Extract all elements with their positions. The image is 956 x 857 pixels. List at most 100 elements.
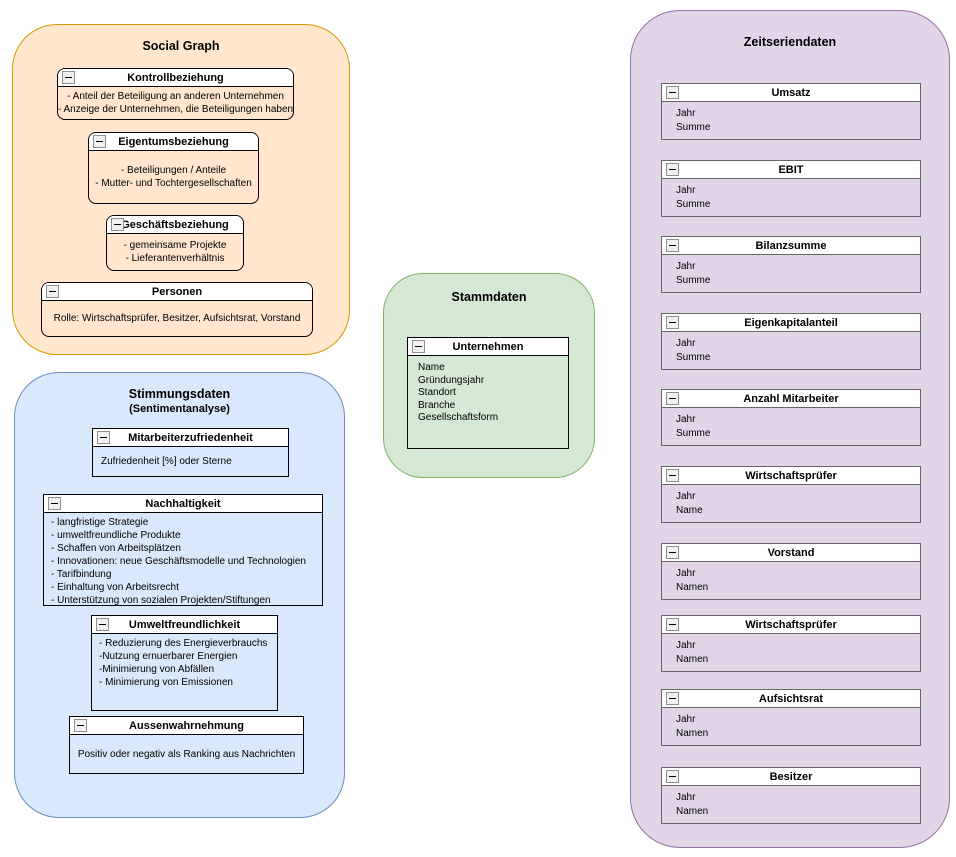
- body-line: Summe: [676, 274, 711, 286]
- entity-header: Mitarbeiterzufriedenheit: [93, 429, 288, 447]
- collapse-icon[interactable]: [666, 239, 679, 252]
- collapse-icon[interactable]: [666, 546, 679, 559]
- entity-header: Unternehmen: [408, 338, 568, 356]
- entity-aussenwahrnehmung[interactable]: Aussenwahrnehmung Positiv oder negativ a…: [69, 716, 304, 774]
- entity-header: EBIT: [662, 161, 920, 179]
- entity-body: Rolle: Wirtschaftsprüfer, Besitzer, Aufs…: [42, 301, 312, 336]
- entity-title: EBIT: [778, 163, 804, 176]
- group-social-graph[interactable]: Social Graph Kontrollbeziehung - Anteil …: [12, 24, 350, 355]
- body-line: - Beteiligungen / Anteile: [120, 165, 227, 176]
- body-line: - umweltfreundliche Produkte: [51, 530, 181, 541]
- entity-kontrollbeziehung[interactable]: Kontrollbeziehung - Anteil der Beteiligu…: [57, 68, 294, 120]
- entity-title: Geschäftsbeziehung: [121, 218, 229, 231]
- entity-title: Nachhaltigkeit: [145, 497, 221, 510]
- body-line: - Anteil der Beteiligung an anderen Unte…: [67, 91, 284, 102]
- entity-header: Umsatz: [662, 84, 920, 102]
- entity-title: Eigentumsbeziehung: [118, 135, 229, 148]
- collapse-icon[interactable]: [666, 316, 679, 329]
- entity-header: Bilanzsumme: [662, 237, 920, 255]
- entity-title: Wirtschaftsprüfer: [745, 618, 837, 631]
- entity-header: Besitzer: [662, 768, 920, 786]
- collapse-icon[interactable]: [48, 497, 61, 510]
- collapse-icon[interactable]: [46, 285, 59, 298]
- collapse-icon[interactable]: [666, 86, 679, 99]
- entity-personen[interactable]: Personen Rolle: Wirtschaftsprüfer, Besit…: [41, 282, 313, 337]
- body-line: Jahr: [676, 640, 696, 651]
- group-title: Stimmungsdaten: [128, 387, 231, 401]
- entity-header: Wirtschaftsprüfer: [662, 616, 920, 634]
- collapse-icon[interactable]: [666, 692, 679, 705]
- body-line: - Schaffen von Arbeitsplätzen: [51, 543, 181, 554]
- entity-mitarbeiterzufriedenheit[interactable]: Mitarbeiterzufriedenheit Zufriedenheit […: [92, 428, 289, 477]
- body-line: - Einhaltung von Arbeitsrecht: [51, 582, 179, 593]
- entity-title: Aussenwahrnehmung: [129, 719, 244, 732]
- body-line: Gesellschaftsform: [418, 412, 499, 423]
- body-line: Namen: [676, 805, 709, 817]
- entity-body: - langfristige Strategie- umweltfreundli…: [44, 513, 322, 606]
- collapse-icon[interactable]: [666, 392, 679, 405]
- entity-title: Umweltfreundlichkeit: [128, 618, 241, 631]
- entity-header: Personen: [42, 283, 312, 301]
- entity-eigentumsbeziehung[interactable]: Eigentumsbeziehung - Beteiligungen / Ant…: [88, 132, 259, 204]
- entity-header: Umweltfreundlichkeit: [92, 616, 277, 634]
- body-line: Summe: [676, 351, 711, 363]
- collapse-icon[interactable]: [97, 431, 110, 444]
- entity-body: - Beteiligungen / Anteile- Mutter- und T…: [89, 151, 258, 203]
- collapse-icon[interactable]: [666, 163, 679, 176]
- entity-header: Vorstand: [662, 544, 920, 562]
- body-line: Standort: [418, 387, 456, 398]
- body-line: Zufriedenheit [%] oder Sterne: [101, 456, 232, 467]
- collapse-icon[interactable]: [62, 71, 75, 84]
- body-line: - Lieferantenverhältnis: [125, 253, 225, 264]
- body-line: Namen: [676, 581, 709, 593]
- entity-header: Geschäftsbeziehung: [107, 216, 243, 234]
- collapse-icon[interactable]: [96, 618, 109, 631]
- body-line: Jahr: [676, 108, 696, 119]
- entity-header: Nachhaltigkeit: [44, 495, 322, 513]
- entity-header: Aussenwahrnehmung: [70, 717, 303, 735]
- collapse-icon[interactable]: [666, 469, 679, 482]
- collapse-icon[interactable]: [93, 135, 106, 148]
- collapse-icon[interactable]: [111, 218, 124, 231]
- body-line: Jahr: [676, 414, 696, 425]
- entity-header: Eigentumsbeziehung: [89, 133, 258, 151]
- entity-header: Kontrollbeziehung: [58, 69, 293, 87]
- entity-nachhaltigkeit[interactable]: Nachhaltigkeit - langfristige Strategie-…: [43, 494, 323, 606]
- entity-title: Eigenkapitalanteil: [744, 316, 838, 329]
- entity-geschaeftsbeziehung[interactable]: Geschäftsbeziehung - gemeinsame Projekte…: [106, 215, 244, 271]
- entity-body: - Reduzierung des Energieverbrauchs-Nutz…: [92, 634, 277, 710]
- entity-umweltfreundlichkeit[interactable]: Umweltfreundlichkeit - Reduzierung des E…: [91, 615, 278, 711]
- collapse-icon[interactable]: [666, 618, 679, 631]
- collapse-icon[interactable]: [412, 340, 425, 353]
- body-line: - Tarifbindung: [51, 569, 112, 580]
- body-line: - Reduzierung des Energieverbrauchs: [99, 638, 268, 649]
- collapse-icon[interactable]: [666, 770, 679, 783]
- body-line: Namen: [676, 727, 709, 739]
- entity-title: Umsatz: [771, 86, 811, 99]
- body-line: Rolle: Wirtschaftsprüfer, Besitzer, Aufs…: [53, 313, 301, 324]
- group-stimmungsdaten[interactable]: Stimmungsdaten (Sentimentanalyse) Mitarb…: [14, 372, 345, 818]
- collapse-icon[interactable]: [74, 719, 87, 732]
- body-line: - Anzeige der Unternehmen, die Beteiligu…: [57, 104, 294, 115]
- body-line: Jahr: [676, 491, 696, 502]
